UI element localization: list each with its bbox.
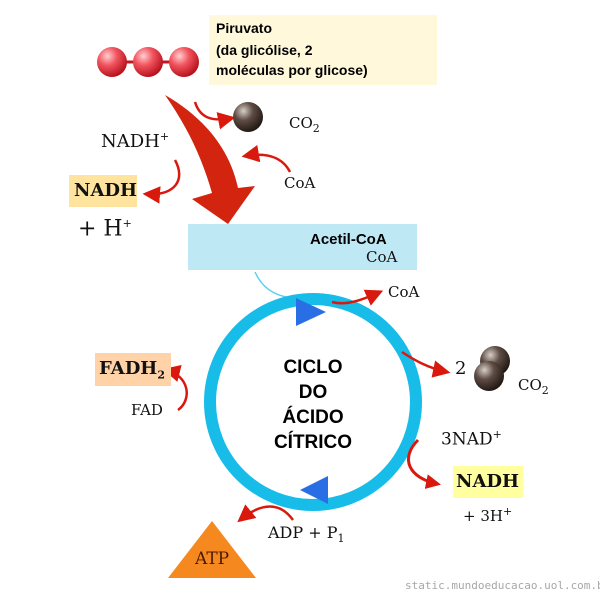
- piruvato-title: Piruvato: [216, 20, 273, 36]
- nadh-left-label: NADH: [74, 180, 138, 201]
- co2-release-arrow-right: [401, 350, 451, 378]
- fad-reduction-arrow: [162, 364, 188, 412]
- co2-release-arrow: [193, 101, 236, 130]
- h-plus-right-label: + 3H+: [463, 505, 513, 525]
- coa-release-label: CoA: [388, 283, 420, 301]
- cycle-title-line3: ÁCIDO: [282, 407, 344, 428]
- watermark-text: static.mundoeducacao.uol.com.br: [405, 579, 600, 592]
- h-plus-left-label: + H+: [78, 216, 132, 242]
- nad-reduction-arrow-right: [407, 438, 441, 489]
- coa-input-arrow: [241, 144, 292, 173]
- nadh-right-box: [453, 466, 523, 498]
- nad-plus-right-label: 3NAD+: [441, 428, 502, 450]
- fadh2-label: FADH2: [99, 358, 165, 382]
- atp-label: ATP: [195, 549, 230, 569]
- nadh-left-box: [69, 175, 137, 207]
- co2-count-label: 2: [455, 358, 467, 379]
- coa-input-label: CoA: [284, 174, 316, 192]
- cycle-title-line1: CICLO: [283, 357, 343, 378]
- cycle-title-line4: CÍTRICO: [273, 432, 353, 453]
- pyruvate-molecule: [97, 47, 199, 77]
- coa-release-arrow: [331, 289, 384, 306]
- acetylcoa-coa-label: CoA: [366, 248, 398, 266]
- pyruvate-to-acetylcoa-arrow: [165, 95, 255, 224]
- adp-label: ADP + P1: [268, 523, 345, 546]
- acetylcoa-title: Acetil-CoA: [310, 231, 387, 248]
- co2-label-right: CO2: [518, 376, 549, 397]
- co2-label-top: CO2: [289, 114, 320, 135]
- fad-label: FAD: [131, 401, 163, 419]
- nadh-right-label: NADH: [456, 471, 520, 492]
- atp-synthesis-arrow: [237, 504, 295, 523]
- co2-molecule-top: [233, 102, 263, 132]
- cycle-title-line2: DO: [298, 382, 328, 403]
- acetylcoa-entry-arrow: [254, 271, 293, 299]
- atp-triangle: [168, 521, 256, 578]
- nad-plus-label: NADH+: [101, 130, 170, 152]
- cycle-ring: [204, 293, 422, 511]
- piruvato-subtitle-2: moléculas por glicose): [216, 62, 368, 78]
- cycle-arrowhead-top: [296, 298, 326, 326]
- piruvato-subtitle-1: (da glicólise, 2: [216, 42, 313, 58]
- nad-reduction-arrow-left: [142, 159, 181, 204]
- co2-molecule-right-front: [474, 361, 504, 391]
- fadh2-box: [95, 353, 171, 386]
- cycle-arrowhead-bottom: [300, 476, 328, 504]
- piruvato-label-box: [209, 15, 437, 85]
- acetylcoa-label-box: [188, 224, 417, 270]
